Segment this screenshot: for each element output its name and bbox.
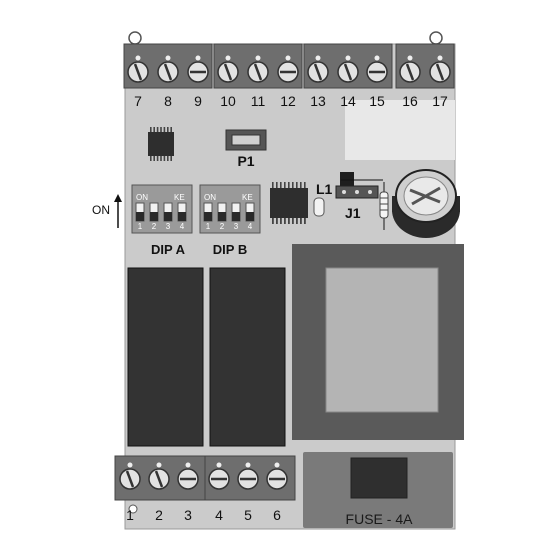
dip-b-ke-text: KE [242,193,253,202]
terminal-screw-icon [307,55,329,83]
terminal-label: 9 [194,93,202,109]
terminal-screw-icon [217,55,239,83]
terminal-screw-icon [429,55,451,83]
terminal-label: 11 [251,93,266,109]
dip-lever [177,202,187,222]
terminal-label: 8 [164,93,172,109]
ic-chip-small [148,127,174,161]
terminal-label: 15 [369,93,385,109]
dip-b-number: 3 [234,222,239,231]
mounting-hole [128,504,138,514]
terminal-label: 3 [184,507,192,523]
relay-1 [127,267,204,447]
resistor [379,182,389,230]
top-terminal-screws [127,55,451,83]
dip-lever [149,202,159,222]
dip-a-number: 2 [152,222,157,231]
j1-label: J1 [345,205,361,221]
capacitor [392,169,460,238]
dip-b-number: 2 [220,222,225,231]
terminal-label: 12 [280,93,296,109]
mounting-hole [429,31,443,45]
p1-push-button [225,129,267,151]
terminal-screw-icon [177,462,199,490]
dip-lever [231,202,241,222]
terminal-screw-icon [157,55,179,83]
terminal-screw-icon [127,55,149,83]
terminal-screw-icon [148,462,170,490]
dip-b-number: 4 [248,222,253,231]
dip-lever [217,202,227,222]
top-terminal-labels: 7 8 9 10 11 12 13 14 15 16 17 [134,93,448,109]
terminal-label: 1 [126,507,134,523]
dip-a-number: 3 [166,222,171,231]
terminal-label: 2 [155,507,163,523]
terminal-screw-icon [399,55,421,83]
terminal-label: 10 [220,93,236,109]
bottom-terminal-labels: 1 2 3 4 5 6 [126,507,281,523]
dip-b-number: 1 [206,222,211,231]
terminal-screw-icon [187,55,209,83]
board-heatsink-area [345,100,455,160]
j1-jumper [335,172,383,199]
terminal-screw-icon [119,462,141,490]
dip-lever [245,202,255,222]
dip-a-on-text: ON [136,193,148,202]
terminal-screw-icon [237,462,259,490]
terminal-label: 4 [215,507,223,523]
relay-2 [209,267,286,447]
fuse-holder [303,452,453,528]
terminal-screw-icon [277,55,299,83]
terminal-label: 17 [432,93,448,109]
transformer [292,244,464,440]
l1-label: L1 [316,181,333,197]
ic-chip-large [270,182,308,224]
terminal-label: 5 [244,507,252,523]
dip-lever [135,202,145,222]
terminal-label: 16 [402,93,418,109]
dip-lever [203,202,213,222]
terminal-screw-icon [337,55,359,83]
dip-b-on-text: ON [204,193,216,202]
dip-a-label: DIP A [151,242,186,257]
terminal-label: 7 [134,93,142,109]
terminal-label: 13 [310,93,326,109]
on-arrow-icon [114,194,122,228]
dip-switch-b: ON KE 1 2 3 4 [199,184,261,234]
dip-b-label: DIP B [213,242,247,257]
terminal-label: 6 [273,507,281,523]
bottom-terminal-screws [119,462,288,490]
terminal-screw-icon [366,55,388,83]
l1-led [313,197,325,217]
dip-a-number: 4 [180,222,185,231]
terminal-screw-icon [247,55,269,83]
dip-switch-a: ON KE 1 2 3 4 [131,184,193,234]
terminal-screw-icon [208,462,230,490]
dip-a-ke-text: KE [174,193,185,202]
dip-a-number: 1 [138,222,143,231]
terminal-screw-icon [266,462,288,490]
terminal-label: 14 [340,93,356,109]
p1-label: P1 [237,153,254,169]
on-arrow-label: ON [92,203,110,217]
dip-lever [163,202,173,222]
fuse-label: FUSE - 4A [346,511,414,527]
mounting-hole [128,31,142,45]
